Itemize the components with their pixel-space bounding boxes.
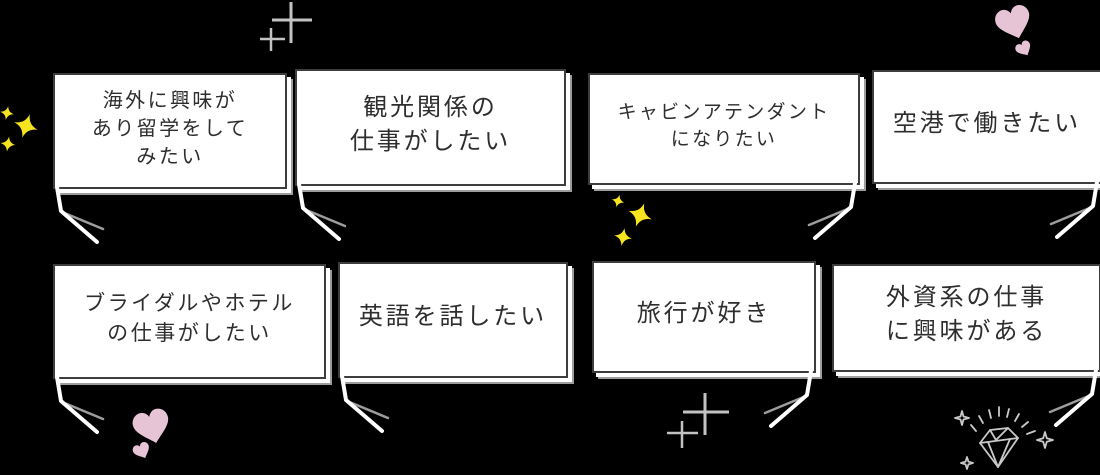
bubble-line: 空港で働きたい — [892, 109, 1082, 138]
bubble-text: 英語を話したい — [353, 300, 553, 340]
speech-bubble-speak-english: 英語を話したい — [338, 262, 568, 433]
bubble-line: 旅行が好き — [636, 299, 772, 328]
speech-tail-icon — [807, 182, 857, 240]
speech-tail-icon — [1048, 369, 1098, 427]
heart-icon — [995, 4, 1031, 56]
bubble-line: ブライダルやホテル — [84, 291, 295, 316]
speech-bubble-airport-work: 空港で働きたい — [872, 70, 1100, 239]
bubble-line: 海外に興味が — [102, 88, 238, 112]
bubble-text: 観光関係の 仕事がしたい — [344, 91, 517, 164]
bubble-text: キャビンアテンダント になりたい — [612, 99, 837, 158]
speech-tail-icon — [763, 370, 813, 428]
speech-bubble-cabin-attendant: キャビンアテンダント になりたい — [588, 73, 860, 240]
bubble-text: 海外に興味が あり留学をして みたい — [86, 86, 254, 176]
speech-bubble-likes-travel: 旅行が好き — [592, 261, 816, 428]
speech-tail-icon — [55, 186, 105, 244]
speech-bubble-foreign-company: 外資系の仕事 に興味がある — [832, 264, 1100, 427]
bubble-line: の仕事がしたい — [107, 320, 272, 345]
bubble-line: になりたい — [670, 128, 778, 150]
bubble-line: キャビンアテンダント — [617, 101, 831, 124]
sparkle-cross-icon — [667, 393, 729, 448]
speech-tail-icon — [297, 183, 347, 241]
speech-bubble-tourism-work: 観光関係の 仕事がしたい — [295, 69, 566, 241]
bubble-line: 仕事がしたい — [349, 126, 512, 155]
heart-icon — [132, 408, 169, 458]
speech-bubble-bridal-hotel: ブライダルやホテル の仕事がしたい — [53, 264, 326, 434]
bubble-line: 外資系の仕事 — [885, 283, 1048, 312]
bubble-line: 観光関係の — [363, 92, 498, 121]
bubble-line: に興味がある — [885, 317, 1048, 345]
bubble-text: 外資系の仕事 に興味がある — [880, 281, 1053, 354]
yellow-sparkle-icon — [0, 106, 38, 152]
yellow-sparkle-icon — [611, 194, 652, 246]
bubble-text: 空港で働きたい — [887, 107, 1087, 147]
speech-tail-icon — [1049, 181, 1099, 239]
speech-tail-icon — [55, 376, 105, 434]
bubble-text: ブライダルやホテル の仕事がしたい — [78, 289, 301, 354]
speech-bubble-study-abroad: 海外に興味が あり留学をして みたい — [53, 73, 287, 244]
sparkle-cross-icon — [260, 2, 312, 51]
bubble-line: あり留学をして — [91, 116, 249, 140]
bubble-line: みたい — [136, 144, 204, 168]
bubble-text: 旅行が好き — [631, 297, 777, 337]
bubble-line: 英語を話したい — [358, 302, 548, 331]
diamond-doodle-icon — [954, 406, 1054, 470]
speech-tail-icon — [340, 375, 390, 433]
